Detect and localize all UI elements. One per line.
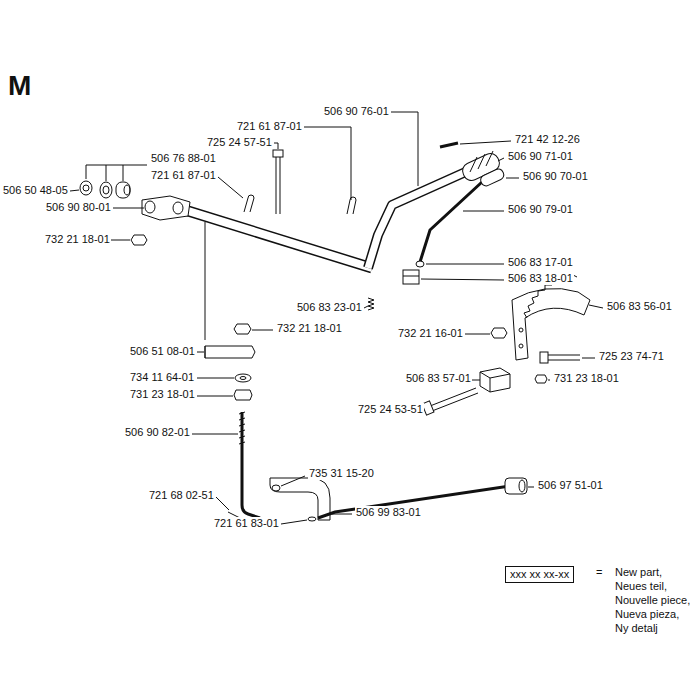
legend-text: Neues teil, bbox=[614, 580, 668, 593]
part-number: 506 99 83-01 bbox=[355, 506, 422, 519]
part-number: 506 90 79-01 bbox=[507, 203, 574, 216]
part-number: 732 21 18-01 bbox=[276, 322, 343, 335]
part-number: 731 23 18-01 bbox=[129, 388, 196, 401]
part-number: 506 90 82-01 bbox=[124, 426, 191, 439]
part-number: 721 61 83-01 bbox=[213, 517, 280, 530]
part-number: 734 11 64-01 bbox=[129, 371, 195, 384]
part-number: 732 21 16-01 bbox=[397, 327, 464, 340]
part-number: 506 83 23-01 bbox=[296, 301, 363, 314]
legend-text: xxx xx xx-xx bbox=[505, 566, 574, 583]
part-number: 725 24 53-51 bbox=[357, 403, 424, 416]
legend-text: New part, bbox=[614, 566, 663, 579]
part-number: 721 42 12-26 bbox=[514, 133, 581, 146]
part-number: 721 61 87-01 bbox=[150, 169, 217, 182]
part-number: 735 31 15-20 bbox=[308, 467, 375, 480]
part-number: 506 90 70-01 bbox=[522, 170, 589, 183]
part-number: 721 68 02-51 bbox=[148, 489, 215, 502]
part-number: 506 90 76-01 bbox=[323, 105, 390, 118]
part-number: 506 97 51-01 bbox=[537, 479, 604, 492]
part-number: 506 83 57-01 bbox=[405, 372, 472, 385]
part-number: 506 83 18-01 bbox=[507, 272, 574, 285]
legend-text: Nueva pieza, bbox=[614, 608, 680, 621]
legend-text: Nouvelle piece, bbox=[614, 594, 691, 607]
part-number: 506 83 56-01 bbox=[606, 300, 673, 313]
part-number: 506 76 88-01 bbox=[150, 152, 217, 165]
part-number: 506 90 71-01 bbox=[507, 150, 574, 163]
part-number: 506 83 17-01 bbox=[507, 256, 574, 269]
part-number: 506 51 08-01 bbox=[129, 345, 196, 358]
legend-text: Ny detalj bbox=[614, 622, 659, 635]
part-number: 725 23 74-71 bbox=[598, 350, 665, 363]
part-number: 506 90 80-01 bbox=[45, 201, 112, 214]
part-number: 506 50 48-05 bbox=[2, 184, 69, 197]
part-number: 732 21 18-01 bbox=[44, 233, 111, 246]
part-number: 721 61 87-01 bbox=[236, 120, 303, 133]
part-number: 725 24 57-51 bbox=[206, 136, 273, 149]
part-number: 731 23 18-01 bbox=[553, 372, 620, 385]
legend-text: = bbox=[595, 566, 603, 579]
section-letter: M bbox=[8, 70, 31, 102]
